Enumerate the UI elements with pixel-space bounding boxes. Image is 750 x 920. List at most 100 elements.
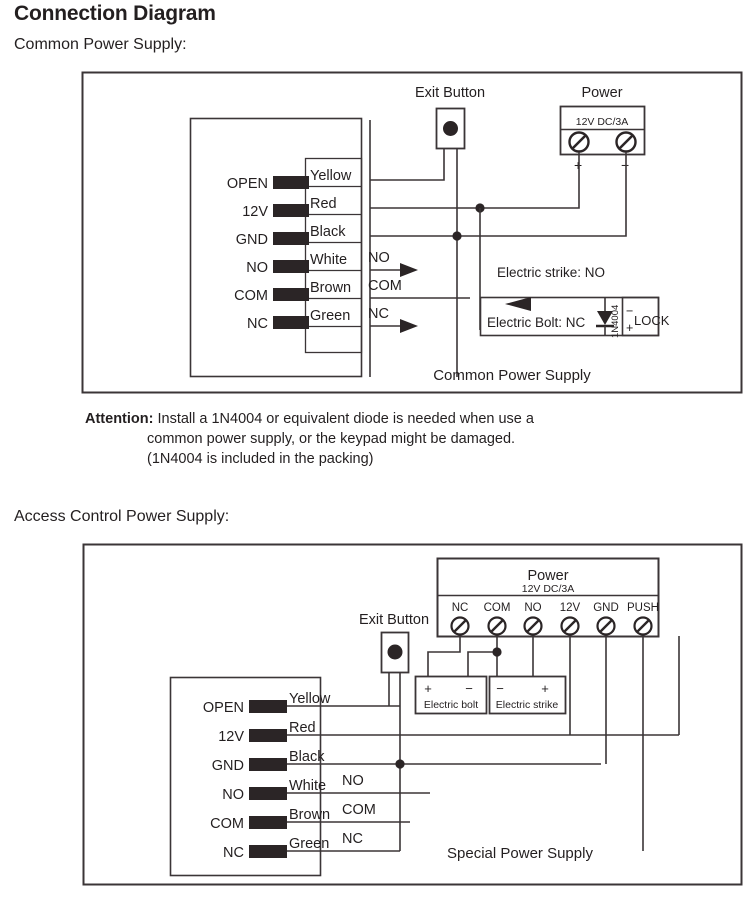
junction-dot-com xyxy=(492,647,502,657)
keypad-body xyxy=(169,676,322,877)
terminal-pad xyxy=(273,316,309,329)
terminal-pad xyxy=(273,176,309,189)
lock-box-minus: − xyxy=(626,304,633,318)
power-terminal-minus-symbol: − xyxy=(621,157,629,173)
power-terminal-push[interactable]: PUSH xyxy=(627,602,659,636)
keypad-terminal-row: 12V Red xyxy=(218,720,679,745)
diagram-outer-frame xyxy=(81,71,743,394)
power-terminal-com[interactable]: COM xyxy=(484,602,511,636)
signal-label-no: NO xyxy=(368,250,390,266)
power-terminal-label-no: NO xyxy=(524,602,541,614)
keypad-terminal-row: OPEN Yellow xyxy=(227,168,352,192)
terminal-label-nc: NC xyxy=(247,316,268,332)
power-module-body xyxy=(559,105,646,156)
terminal-label-com: COM xyxy=(210,816,244,832)
arrow-nc xyxy=(400,319,418,333)
wire-color-white: White xyxy=(289,778,326,794)
attention-line-3: (1N4004 is included in the packing) xyxy=(147,451,374,467)
section-heading-access: Access Control Power Supply: xyxy=(14,508,230,525)
diagram-caption-access: Special Power Supply xyxy=(447,845,593,862)
terminal-pad xyxy=(249,787,287,800)
power-module-body xyxy=(436,557,660,638)
power-title: Power xyxy=(581,85,622,101)
keypad-terminal-row: 12V Red xyxy=(242,196,336,220)
signal-label-com: COM xyxy=(368,278,402,294)
power-title: Power xyxy=(527,568,568,584)
power-rating: 12V DC/3A xyxy=(522,583,575,595)
terminal-pad xyxy=(249,700,287,713)
electric-bolt-minus: − xyxy=(465,681,473,696)
attention-note: Attention: Install a 1N4004 or equivalen… xyxy=(85,409,685,469)
power-terminal-label-com: COM xyxy=(484,602,511,614)
electric-strike-minus: − xyxy=(496,681,504,696)
diode-1n4004 xyxy=(596,297,614,336)
power-rating: 12V DC/3A xyxy=(576,116,629,128)
wire-color-red: Red xyxy=(310,196,337,212)
terminal-pad xyxy=(249,845,287,858)
exit-button-label: Exit Button xyxy=(359,612,429,628)
power-terminal-label-12v: 12V xyxy=(560,602,581,614)
terminal-pad xyxy=(273,288,309,301)
power-screw-terminal-plus[interactable] xyxy=(568,131,590,153)
terminal-label-12v: 12V xyxy=(242,204,268,220)
wire-color-white: White xyxy=(310,252,347,268)
power-terminal-gnd[interactable]: GND xyxy=(593,602,619,636)
signal-label-nc: NC xyxy=(342,831,363,847)
electric-bolt-plus: + xyxy=(424,681,432,696)
section-heading-common: Common Power Supply: xyxy=(14,36,187,53)
exit-button-wire-open xyxy=(370,148,445,181)
wire-color-black: Black xyxy=(310,224,346,240)
keypad-terminal-row: NC Green xyxy=(223,836,400,861)
power-terminal-12v[interactable]: 12V xyxy=(560,602,581,636)
terminal-label-no: NO xyxy=(246,260,268,276)
exit-button-dot[interactable] xyxy=(387,644,403,660)
power-terminal-label-nc: NC xyxy=(452,602,469,614)
keypad-terminal-row: NO White xyxy=(222,778,430,803)
electric-strike-note: Electric strike: NO xyxy=(497,265,605,280)
exit-button-dot[interactable] xyxy=(443,121,458,136)
lock-box-plus: + xyxy=(626,321,633,335)
lead-wire-nc xyxy=(427,636,461,676)
signal-label-com: COM xyxy=(342,802,376,818)
wire-color-yellow: Yellow xyxy=(289,691,331,707)
power-terminal-nc[interactable]: NC xyxy=(450,602,470,636)
terminal-label-open: OPEN xyxy=(227,176,268,192)
terminal-label-12v: 12V xyxy=(218,729,244,745)
terminal-label-gnd: GND xyxy=(236,232,268,248)
arrow-no xyxy=(400,263,418,277)
terminal-label-nc: NC xyxy=(223,845,244,861)
keypad-terminal-row: GND Black xyxy=(212,749,601,774)
power-screw-terminal-minus[interactable] xyxy=(615,131,637,153)
terminal-pad xyxy=(249,729,287,742)
lead-wire-com-bolt xyxy=(467,651,497,676)
terminal-label-open: OPEN xyxy=(203,700,244,716)
electric-strike-plus: + xyxy=(541,681,549,696)
diagram-caption-common: Common Power Supply xyxy=(433,367,591,384)
wire-color-brown: Brown xyxy=(310,280,351,296)
electric-bolt-label: Electric bolt xyxy=(424,699,478,711)
terminal-pad xyxy=(273,232,309,245)
terminal-pad xyxy=(249,758,287,771)
terminal-label-gnd: GND xyxy=(212,758,244,774)
power-terminal-label-push: PUSH xyxy=(627,602,659,614)
wire-color-red: Red xyxy=(289,720,316,736)
power-plus-wire xyxy=(370,152,580,209)
terminal-label-no: NO xyxy=(222,787,244,803)
wire-color-brown: Brown xyxy=(289,807,330,823)
wire-color-black: Black xyxy=(289,749,325,765)
electric-strike-label: Electric strike xyxy=(496,699,559,711)
page-title: Connection Diagram xyxy=(14,2,216,25)
exit-button-body[interactable] xyxy=(380,631,410,674)
wire-color-green: Green xyxy=(310,308,350,324)
power-terminal-no[interactable]: NO xyxy=(523,602,543,636)
lock-box-label: LOCK xyxy=(634,313,670,328)
keypad-terminal-row: NO White xyxy=(246,252,347,276)
power-terminal-label-gnd: GND xyxy=(593,602,619,614)
wire-color-yellow: Yellow xyxy=(310,168,352,184)
exit-button-body[interactable] xyxy=(435,107,466,150)
power-terminal-plus-symbol: + xyxy=(574,157,582,173)
keypad-terminal-row: NC Green xyxy=(247,308,350,332)
keypad-terminal-row: COM Brown xyxy=(210,807,410,832)
terminal-pad xyxy=(273,204,309,217)
